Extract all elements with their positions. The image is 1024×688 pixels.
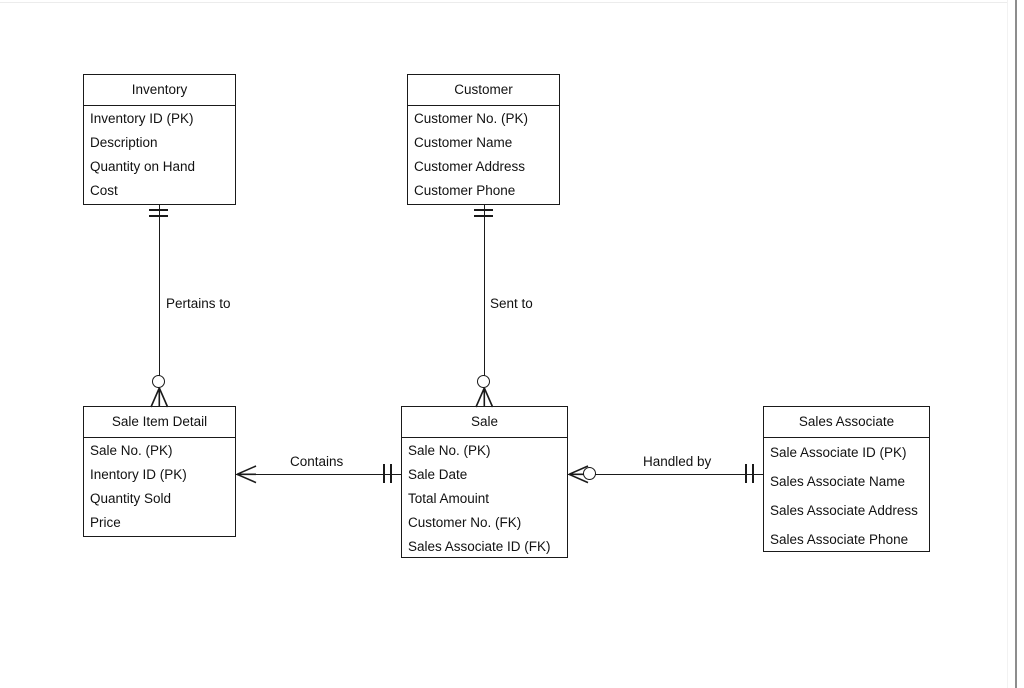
- entity-customer-title: Customer: [408, 75, 559, 106]
- page-edge-right-dark: [1015, 0, 1017, 688]
- relationship-label-contains: Contains: [290, 454, 344, 469]
- entity-sale[interactable]: Sale Sale No. (PK) Sale Date Total Amoui…: [401, 406, 568, 558]
- attribute-row: Description: [90, 134, 158, 150]
- entity-inventory-attributes: Inventory ID (PK) Description Quantity o…: [84, 106, 235, 202]
- connector-contains-line[interactable]: [236, 473, 401, 476]
- entity-customer[interactable]: Customer Customer No. (PK) Customer Name…: [407, 74, 560, 205]
- cardinality-one-and-only-one-icon: [149, 215, 168, 217]
- attribute-row: Sales Associate Name: [770, 474, 906, 489]
- attribute-row: Sale No. (PK): [408, 442, 491, 458]
- attribute-row: Customer No. (FK): [408, 514, 522, 530]
- attribute-row: Price: [90, 514, 121, 530]
- entity-sale-title: Sale: [402, 407, 567, 438]
- cardinality-one-and-only-one-icon: [383, 464, 385, 483]
- attribute-row: Cost: [90, 182, 118, 198]
- relationship-label-sent-to: Sent to: [490, 296, 533, 311]
- attribute-row: Sales Associate ID (FK): [408, 538, 551, 554]
- page-edge-top: [0, 2, 1008, 3]
- entity-sale-item-detail[interactable]: Sale Item Detail Sale No. (PK) Inentory …: [83, 406, 236, 537]
- attribute-row: Total Amouint: [408, 490, 490, 506]
- entity-inventory-title: Inventory: [84, 75, 235, 106]
- attribute-row: Sale No. (PK): [90, 442, 173, 458]
- cardinality-zero-circle-icon: [152, 375, 166, 389]
- entity-inventory[interactable]: Inventory Inventory ID (PK) Description …: [83, 74, 236, 205]
- attribute-row: Sale Date: [408, 466, 468, 482]
- attribute-row: Customer No. (PK): [414, 110, 529, 126]
- entity-sales-associate-title: Sales Associate: [764, 407, 929, 438]
- relationship-label-handled-by: Handled by: [643, 454, 712, 469]
- entity-sale-attributes: Sale No. (PK) Sale Date Total Amouint Cu…: [402, 438, 567, 558]
- attribute-row: Customer Address: [414, 158, 526, 174]
- attribute-row: Sale Associate ID (PK): [770, 445, 907, 460]
- attribute-row: Sales Associate Phone: [770, 532, 909, 547]
- cardinality-one-and-only-one-icon: [474, 215, 493, 217]
- attribute-row: Customer Phone: [414, 182, 516, 198]
- cardinality-one-and-only-one-icon: [745, 464, 747, 483]
- attribute-row: Inventory ID (PK): [90, 110, 194, 126]
- connector-sent-to-line[interactable]: [483, 205, 486, 378]
- entity-sales-associate[interactable]: Sales Associate Sale Associate ID (PK) S…: [763, 406, 930, 552]
- page-edge-right-light: [1007, 0, 1008, 688]
- attribute-row: Inentory ID (PK): [90, 466, 187, 482]
- entity-sales-associate-attributes: Sale Associate ID (PK) Sales Associate N…: [764, 438, 929, 554]
- cardinality-one-and-only-one-icon: [474, 209, 493, 211]
- entity-sale-item-detail-title: Sale Item Detail: [84, 407, 235, 438]
- cardinality-zero-circle-icon: [477, 375, 491, 389]
- cardinality-many-crowsfoot-icon: [150, 387, 169, 408]
- cardinality-one-and-only-one-icon: [390, 464, 392, 483]
- cardinality-zero-circle-icon: [583, 467, 597, 481]
- attribute-row: Quantity Sold: [90, 490, 172, 506]
- attribute-row: Sales Associate Address: [770, 503, 918, 518]
- connector-pertains-to-line[interactable]: [158, 205, 161, 378]
- cardinality-many-crowsfoot-icon: [236, 465, 257, 484]
- entity-customer-attributes: Customer No. (PK) Customer Name Customer…: [408, 106, 559, 202]
- attribute-row: Quantity on Hand: [90, 158, 196, 174]
- connector-handled-by-line[interactable]: [568, 473, 763, 476]
- entity-sale-item-detail-attributes: Sale No. (PK) Inentory ID (PK) Quantity …: [84, 438, 235, 534]
- attribute-row: Customer Name: [414, 134, 513, 150]
- cardinality-many-crowsfoot-icon: [475, 387, 494, 408]
- cardinality-one-and-only-one-icon: [752, 464, 754, 483]
- cardinality-one-and-only-one-icon: [149, 209, 168, 211]
- relationship-label-pertains-to: Pertains to: [166, 296, 231, 311]
